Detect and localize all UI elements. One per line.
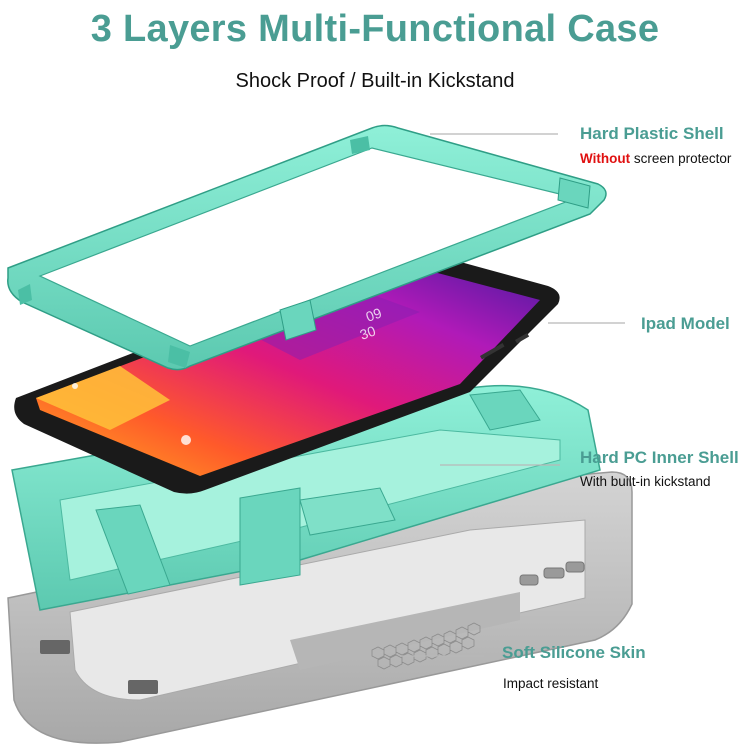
pc-inner-shell bbox=[11, 384, 601, 611]
page-title: 3 Layers Multi-Functional Case bbox=[90, 8, 660, 50]
silicone-skin-note: Impact resistant bbox=[503, 676, 599, 691]
pc-inner-shell-note: With built-in kickstand bbox=[580, 474, 711, 489]
silicone-skin-label: Soft Silicone Skin bbox=[502, 643, 646, 662]
hard-plastic-shell-label: Hard Plastic Shell bbox=[580, 124, 724, 143]
ipad-model-label: Ipad Model bbox=[641, 314, 730, 333]
page-subtitle: Shock Proof / Built-in Kickstand bbox=[235, 70, 515, 92]
honeycomb-texture bbox=[371, 622, 481, 670]
svg-text:09: 09 bbox=[364, 304, 384, 324]
warning-text: Without bbox=[580, 151, 631, 166]
note-rest: screen protector bbox=[630, 151, 732, 166]
callout-lines bbox=[400, 133, 625, 657]
tablet-model: 09 30 bbox=[14, 250, 560, 494]
svg-text:30: 30 bbox=[358, 322, 378, 342]
pc-inner-shell-label: Hard PC Inner Shell bbox=[580, 448, 739, 467]
hard-plastic-shell-note: Without screen protector bbox=[580, 151, 731, 166]
silicone-skin bbox=[7, 471, 633, 744]
hard-plastic-shell bbox=[7, 124, 607, 371]
